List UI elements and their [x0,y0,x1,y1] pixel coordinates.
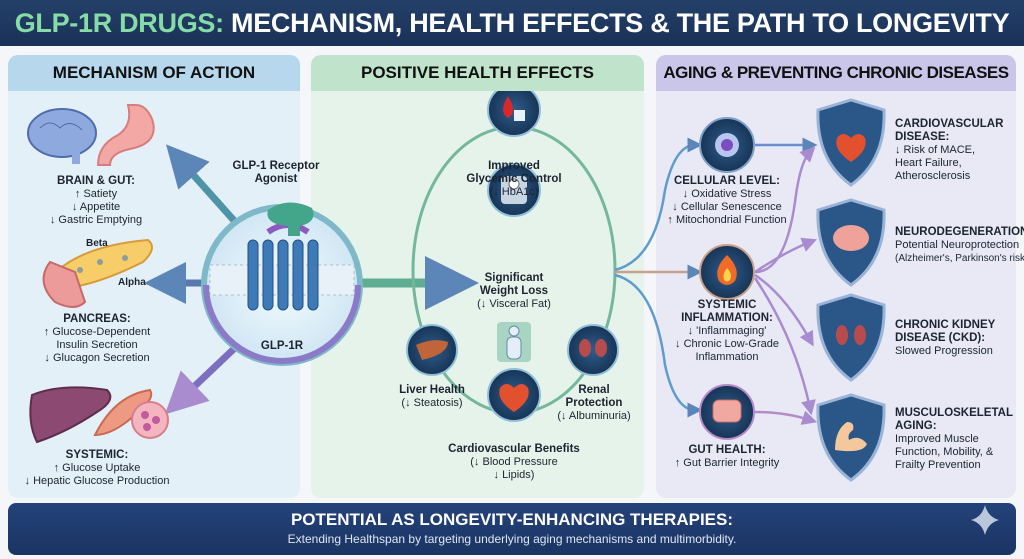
longevity-banner: POTENTIAL AS LONGEVITY-ENHANCING THERAPI… [8,503,1016,555]
title-highlight: GLP-1R DRUGS: [14,8,224,38]
alpha-label: Alpha [118,277,146,288]
disease-neurodegeneration: NEURODEGENERATION:Potential Neuroprotect… [895,226,1024,264]
aging-header: AGING & PREVENTING CHRONIC DISEASES [656,55,1016,91]
mechanism-panel: MECHANISM OF ACTION [8,55,300,498]
mechanism-header: MECHANISM OF ACTION [8,55,300,91]
receptor-label: GLP-1R [260,340,304,352]
beta-label: Beta [86,238,108,249]
page-title: GLP-1R DRUGS: MECHANISM, HEALTH EFFECTS … [0,0,1024,46]
liver-text: Liver Health(↓ Steatosis) [399,384,465,409]
brain-gut-text: BRAIN & GUT:↑ Satiety↓ Appetite↓ Gastric… [49,175,143,226]
banner-subtitle: Extending Healthspan by targeting underl… [287,532,737,546]
banner-title: POTENTIAL AS LONGEVITY-ENHANCING THERAPI… [290,510,734,529]
title-rest: MECHANISM, HEALTH EFFECTS & THE PATH TO … [223,8,1010,38]
systemic-text: SYSTEMIC:↑ Glucose Uptake↓ Hepatic Gluco… [24,449,170,487]
effects-header: POSITIVE HEALTH EFFECTS [311,55,644,91]
gut-text: GUT HEALTH:↑ Gut Barrier Integrity [674,444,780,469]
cardio-text: Cardiovascular Benefits(↓ Blood Pressure… [448,443,580,481]
cellular-text: CELLULAR LEVEL:↓ Oxidative Stress↓ Cellu… [667,175,787,226]
